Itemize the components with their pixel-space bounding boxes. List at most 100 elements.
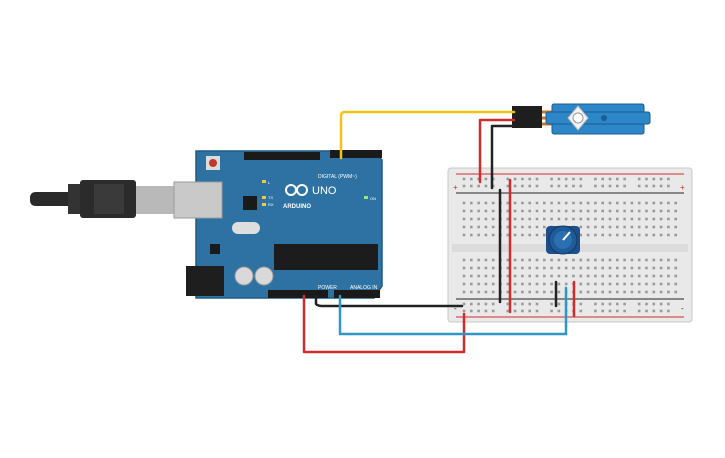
- breadboard-hole[interactable]: [528, 233, 531, 237]
- breadboard-hole[interactable]: [616, 184, 619, 188]
- breadboard-hole[interactable]: [521, 309, 524, 313]
- breadboard-hole[interactable]: [674, 225, 677, 229]
- breadboard-hole[interactable]: [477, 274, 480, 278]
- breadboard-hole[interactable]: [659, 302, 663, 306]
- breadboard-hole[interactable]: [674, 290, 677, 294]
- breadboard-hole[interactable]: [637, 274, 641, 278]
- breadboard-hole[interactable]: [564, 274, 568, 278]
- breadboard-hole[interactable]: [484, 184, 488, 188]
- breadboard-hole[interactable]: [550, 266, 553, 270]
- breadboard-hole[interactable]: [564, 177, 568, 181]
- breadboard-hole[interactable]: [528, 225, 531, 229]
- breadboard-hole[interactable]: [462, 274, 466, 278]
- breadboard-hole[interactable]: [667, 184, 670, 188]
- breadboard-hole[interactable]: [535, 290, 539, 294]
- breadboard-hole[interactable]: [491, 225, 495, 229]
- breadboard-hole[interactable]: [645, 184, 648, 188]
- breadboard-hole[interactable]: [535, 258, 539, 262]
- breadboard-hole[interactable]: [462, 233, 466, 237]
- breadboard-hole[interactable]: [586, 209, 590, 213]
- breadboard-hole[interactable]: [645, 209, 648, 213]
- breadboard-hole[interactable]: [608, 177, 612, 181]
- breadboard-hole[interactable]: [513, 266, 517, 270]
- breadboard-hole[interactable]: [579, 290, 583, 294]
- breadboard-hole[interactable]: [594, 258, 597, 262]
- breadboard-hole[interactable]: [491, 233, 495, 237]
- breadboard-hole[interactable]: [557, 184, 561, 188]
- breadboard-hole[interactable]: [659, 274, 663, 278]
- breadboard-hole[interactable]: [477, 258, 480, 262]
- breadboard-hole[interactable]: [477, 290, 480, 294]
- digital-header-a[interactable]: [330, 150, 382, 158]
- breadboard-hole[interactable]: [652, 290, 656, 294]
- breadboard-hole[interactable]: [528, 217, 531, 221]
- breadboard-hole[interactable]: [637, 209, 641, 213]
- breadboard-hole[interactable]: [616, 274, 619, 278]
- breadboard-hole[interactable]: [659, 266, 663, 270]
- breadboard-hole[interactable]: [652, 225, 656, 229]
- breadboard-hole[interactable]: [550, 258, 553, 262]
- breadboard-hole[interactable]: [550, 209, 553, 213]
- breadboard-hole[interactable]: [667, 258, 670, 262]
- servo-motor[interactable]: [512, 103, 651, 135]
- breadboard-hole[interactable]: [594, 282, 597, 286]
- breadboard-hole[interactable]: [477, 266, 480, 270]
- breadboard-hole[interactable]: [652, 309, 656, 313]
- breadboard-hole[interactable]: [608, 302, 612, 306]
- breadboard-hole[interactable]: [630, 225, 634, 229]
- breadboard-hole[interactable]: [564, 201, 568, 205]
- breadboard-hole[interactable]: [521, 274, 524, 278]
- breadboard-hole[interactable]: [601, 201, 604, 205]
- breadboard-hole[interactable]: [550, 290, 553, 294]
- breadboard-hole[interactable]: [659, 209, 663, 213]
- breadboard-hole[interactable]: [667, 201, 670, 205]
- breadboard-hole[interactable]: [630, 258, 634, 262]
- breadboard-hole[interactable]: [513, 290, 517, 294]
- breadboard-hole[interactable]: [659, 309, 663, 313]
- breadboard-hole[interactable]: [543, 233, 546, 237]
- analog-header[interactable]: [334, 290, 380, 298]
- breadboard-hole[interactable]: [491, 282, 495, 286]
- breadboard-hole[interactable]: [659, 282, 663, 286]
- breadboard-hole[interactable]: [616, 290, 619, 294]
- breadboard-hole[interactable]: [572, 217, 575, 221]
- breadboard-hole[interactable]: [462, 209, 466, 213]
- breadboard-hole[interactable]: [535, 225, 539, 229]
- breadboard-hole[interactable]: [601, 225, 604, 229]
- breadboard-hole[interactable]: [484, 217, 488, 221]
- breadboard-hole[interactable]: [550, 201, 553, 205]
- breadboard-hole[interactable]: [674, 258, 677, 262]
- breadboard-hole[interactable]: [477, 282, 480, 286]
- breadboard-hole[interactable]: [637, 201, 641, 205]
- breadboard-hole[interactable]: [557, 177, 561, 181]
- breadboard-hole[interactable]: [528, 302, 531, 306]
- breadboard-hole[interactable]: [506, 233, 510, 237]
- breadboard-hole[interactable]: [470, 225, 473, 229]
- breadboard-hole[interactable]: [594, 209, 597, 213]
- breadboard-hole[interactable]: [462, 184, 466, 188]
- breadboard-hole[interactable]: [462, 266, 466, 270]
- breadboard-hole[interactable]: [470, 302, 473, 306]
- breadboard-hole[interactable]: [506, 184, 510, 188]
- breadboard-hole[interactable]: [608, 201, 612, 205]
- breadboard-hole[interactable]: [623, 302, 626, 306]
- breadboard-hole[interactable]: [535, 201, 539, 205]
- breadboard-hole[interactable]: [637, 266, 641, 270]
- breadboard-hole[interactable]: [594, 309, 597, 313]
- breadboard-hole[interactable]: [667, 282, 670, 286]
- breadboard-hole[interactable]: [667, 209, 670, 213]
- breadboard-hole[interactable]: [674, 266, 677, 270]
- breadboard-hole[interactable]: [528, 201, 531, 205]
- breadboard-hole[interactable]: [513, 225, 517, 229]
- breadboard-hole[interactable]: [652, 177, 656, 181]
- breadboard-hole[interactable]: [594, 225, 597, 229]
- breadboard-hole[interactable]: [594, 290, 597, 294]
- breadboard-hole[interactable]: [637, 302, 641, 306]
- breadboard-hole[interactable]: [572, 201, 575, 205]
- breadboard-hole[interactable]: [535, 209, 539, 213]
- breadboard-hole[interactable]: [462, 177, 466, 181]
- wire-5v-red[interactable]: [302, 294, 466, 354]
- wire-gnd-black[interactable]: [314, 294, 464, 308]
- breadboard-hole[interactable]: [601, 209, 604, 213]
- breadboard-hole[interactable]: [652, 258, 656, 262]
